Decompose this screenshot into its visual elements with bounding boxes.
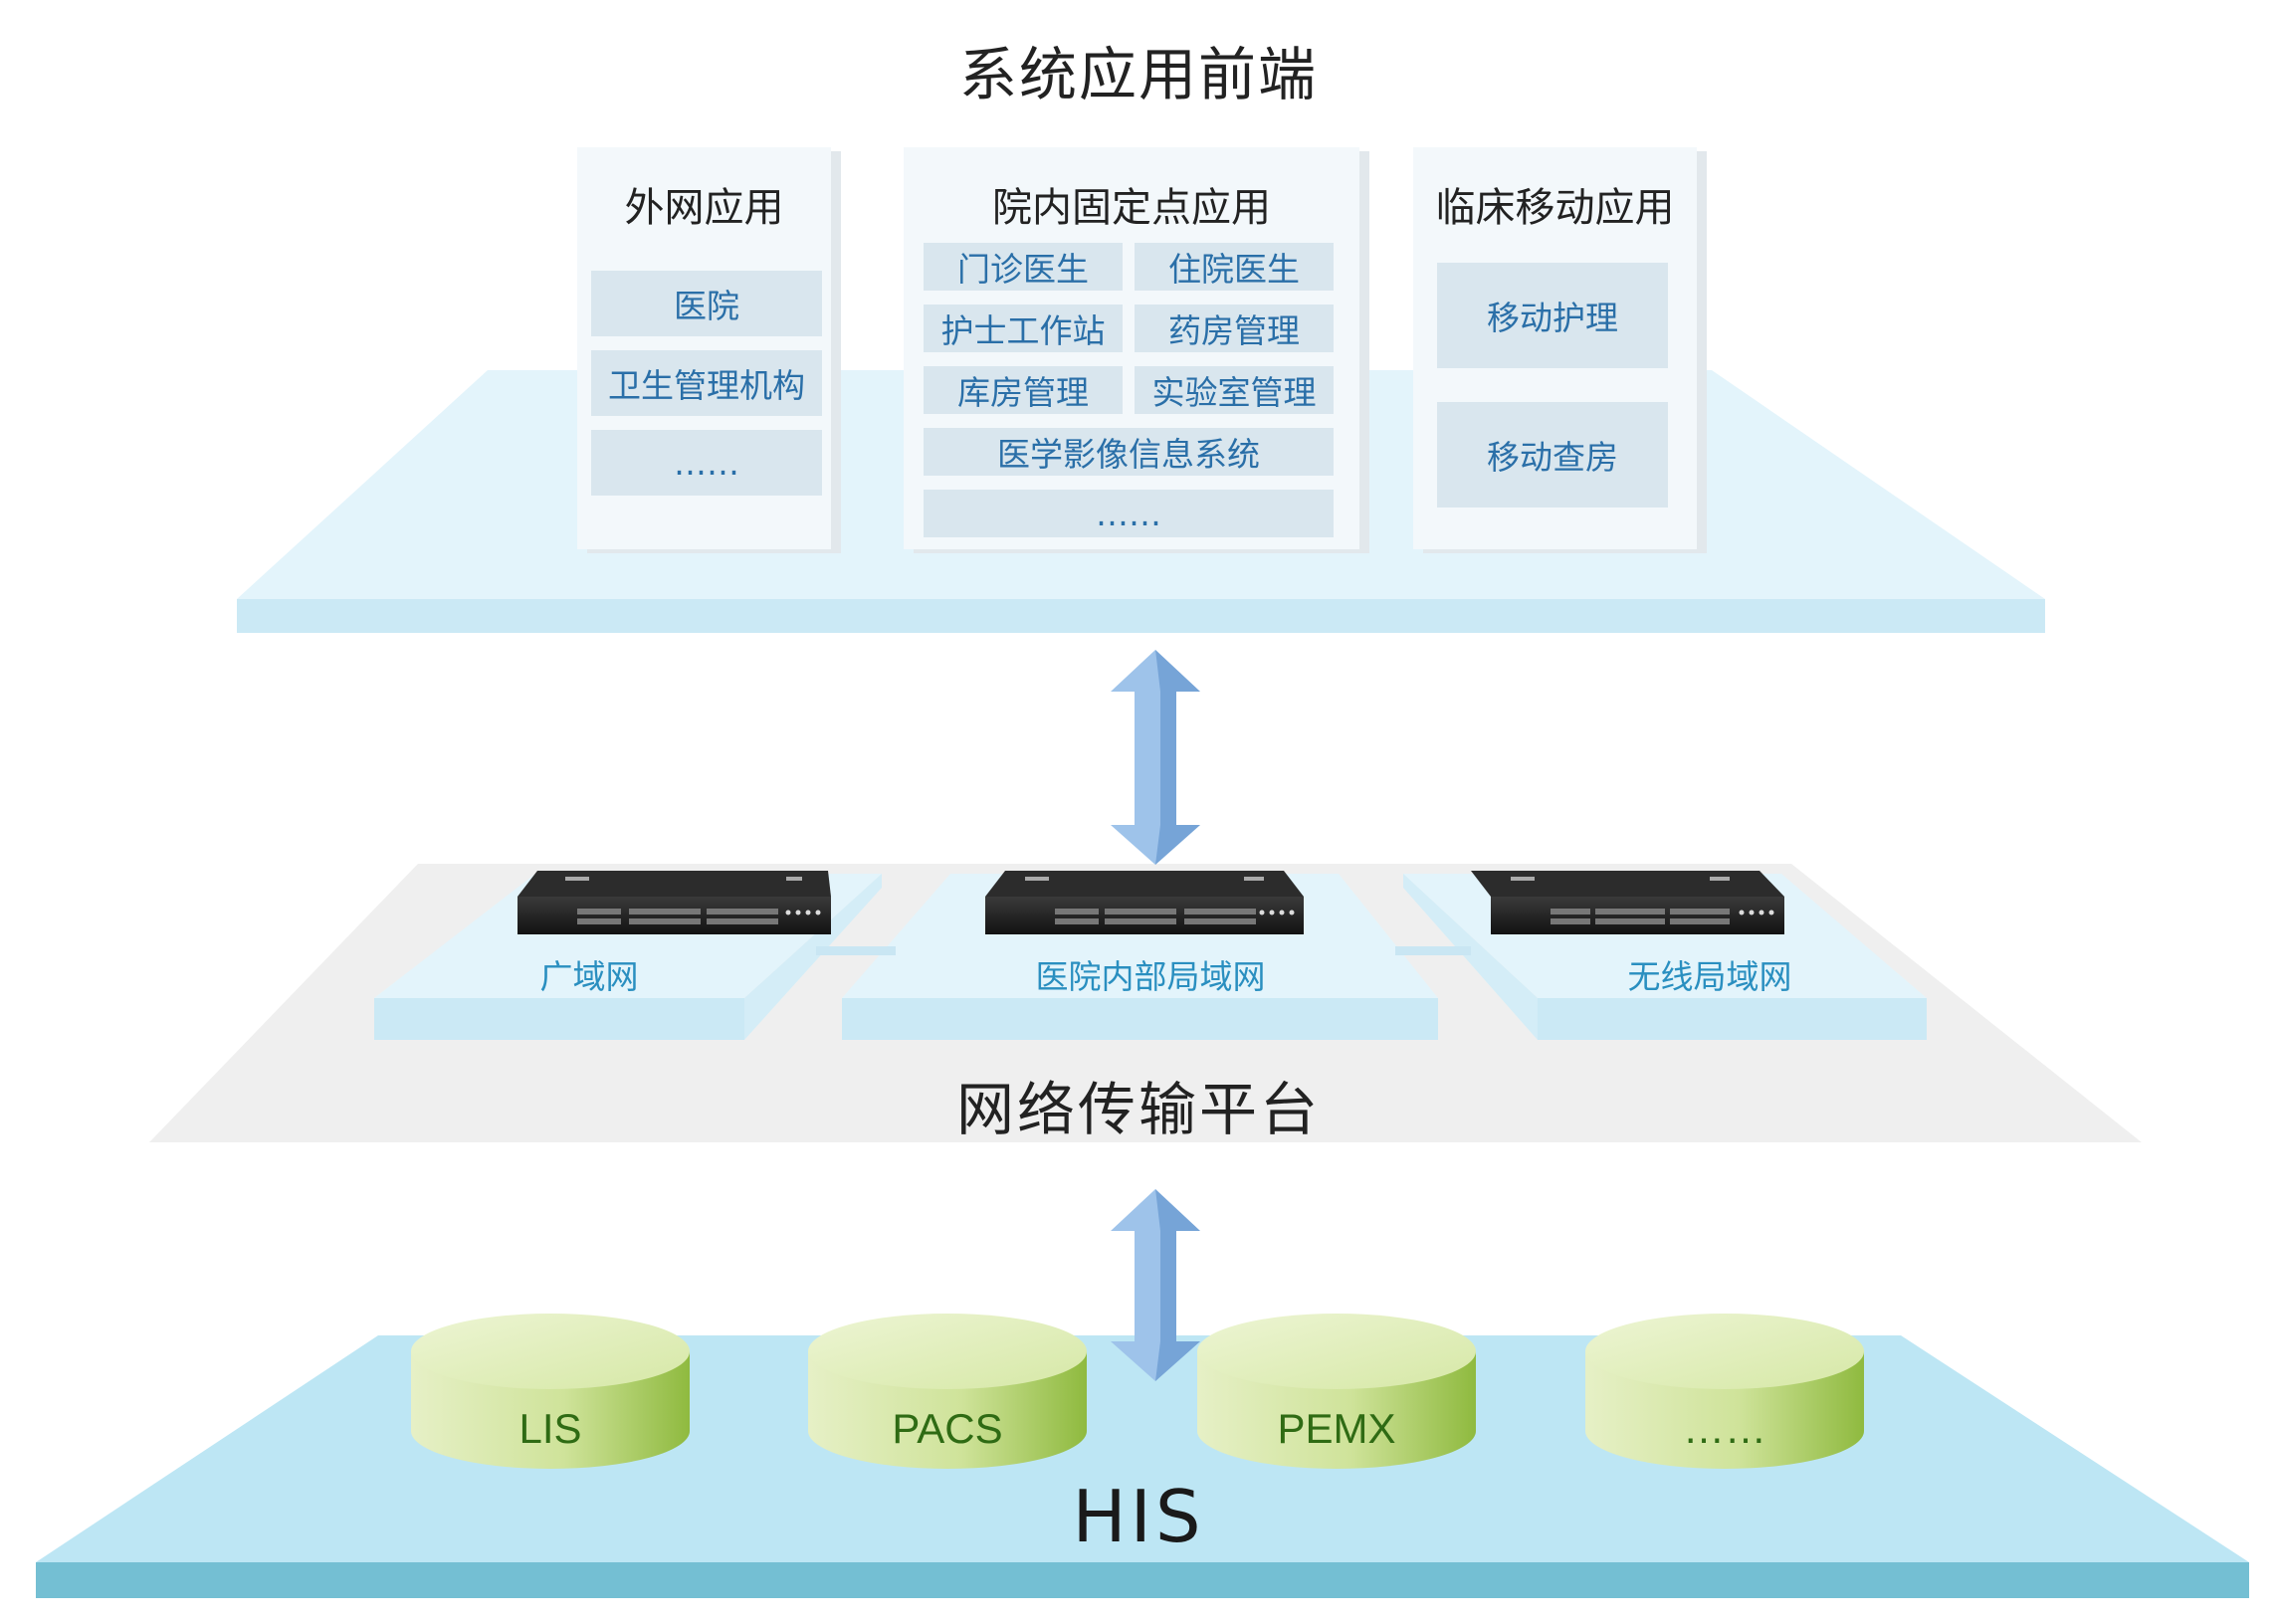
internal-app-item: 住院医生	[1135, 243, 1334, 291]
internal-app-item: 药房管理	[1135, 304, 1334, 352]
frontend-title: 系统应用前端	[958, 41, 1318, 108]
network-switch	[1471, 871, 1784, 934]
database-cylinder	[1197, 1314, 1476, 1469]
internal-app-item: 护士工作站	[924, 304, 1123, 352]
internal-apps-card: 院内固定点应用 门诊医生 住院医生 护士工作站 药房管理 库房管理 实验室管理 …	[904, 147, 1359, 549]
internal-app-item: 实验室管理	[1135, 366, 1334, 414]
connector-bar	[1395, 946, 1471, 955]
database-label: ……	[1683, 1405, 1766, 1452]
network-switch	[518, 871, 831, 934]
mobile-app-item: 移动护理	[1437, 263, 1668, 368]
segment-label-lan: 医院内部局域网	[1035, 957, 1266, 996]
database-cylinder	[1585, 1314, 1864, 1469]
internal-app-item: ……	[924, 490, 1334, 537]
external-apps-card: 外网应用 医院 卫生管理机构 ……	[577, 147, 831, 549]
internal-app-item: 库房管理	[924, 366, 1123, 414]
segment-slab-wlan	[1403, 874, 1927, 1040]
external-apps-title: 外网应用	[624, 185, 784, 231]
mobile-apps-card: 临床移动应用 移动护理 移动查房	[1413, 147, 1697, 549]
connector-bar	[816, 946, 896, 955]
mobile-app-item: 移动查房	[1437, 402, 1668, 508]
network-title: 网络传输平台	[955, 1076, 1321, 1143]
arrow-frontend-network	[1111, 650, 1200, 865]
database-label: PACS	[892, 1405, 1003, 1452]
segment-label-wan: 广域网	[539, 957, 639, 996]
segment-label-wlan: 无线局域网	[1627, 957, 1792, 996]
network-switch	[985, 871, 1304, 934]
mobile-apps-title: 临床移动应用	[1435, 185, 1675, 231]
his-title: HIS	[1072, 1475, 1205, 1558]
external-app-item: ……	[591, 430, 822, 496]
his-platform	[36, 1335, 2249, 1598]
database-label: PEMX	[1277, 1405, 1396, 1452]
database-cylinder	[808, 1314, 1087, 1469]
database-label: LIS	[518, 1405, 582, 1452]
arrow-network-his	[1111, 1189, 1200, 1381]
internal-app-item: 医学影像信息系统	[924, 428, 1334, 476]
external-app-item: 卫生管理机构	[591, 350, 822, 416]
external-app-item: 医院	[591, 271, 822, 336]
database-cylinder	[411, 1314, 690, 1469]
internal-apps-title: 院内固定点应用	[992, 185, 1271, 231]
internal-app-item: 门诊医生	[924, 243, 1123, 291]
